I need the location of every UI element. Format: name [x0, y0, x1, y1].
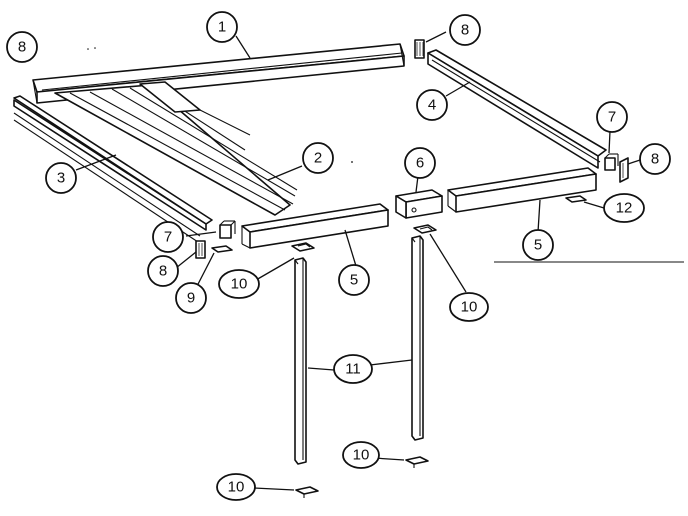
part-8-bracket-right — [619, 157, 629, 183]
part-7-end-cap-right — [604, 153, 619, 171]
callout-8-left: 8 — [147, 255, 179, 287]
part-4-right-rail — [427, 49, 607, 169]
part-12-plate — [565, 195, 587, 203]
callout-label: 11 — [345, 361, 361, 378]
callout-1: 1 — [206, 11, 238, 43]
callout-label: 12 — [616, 200, 633, 217]
callout-7-left: 7 — [152, 221, 184, 253]
callout-11: 11 — [333, 354, 373, 384]
callout-3: 3 — [45, 162, 77, 194]
callout-label: 10 — [228, 479, 245, 496]
callout-10-right-foot: 10 — [342, 441, 380, 469]
part-6-corner-block — [395, 189, 443, 219]
scan-marks — [87, 47, 684, 263]
part-10-post-cap-left — [291, 242, 315, 252]
callout-5-left: 5 — [338, 264, 370, 296]
callout-label: 4 — [428, 97, 436, 114]
callout-label: 6 — [416, 155, 424, 172]
callout-label: 5 — [350, 272, 358, 289]
part-9-plate — [211, 245, 233, 253]
callout-label: 8 — [159, 263, 167, 280]
part-11-post-left — [294, 257, 307, 465]
callout-10-right-cap: 10 — [449, 292, 489, 322]
part-10-post-cap-right — [413, 224, 437, 234]
callout-label: 2 — [314, 150, 322, 167]
callout-8-right: 8 — [639, 143, 671, 175]
callout-label: 10 — [353, 447, 370, 464]
callout-12: 12 — [603, 193, 645, 223]
callout-10-left-cap: 10 — [218, 269, 260, 299]
part-2-roof-panel — [54, 81, 298, 216]
callout-label: 9 — [187, 290, 195, 307]
callout-label: 5 — [534, 237, 542, 254]
callout-2: 2 — [302, 142, 334, 174]
callout-9: 9 — [175, 282, 207, 314]
callout-label: 8 — [651, 151, 659, 168]
part-5-front-beam-right — [447, 167, 597, 213]
callout-8-top: 8 — [449, 14, 481, 46]
callout-label: 1 — [218, 19, 226, 36]
callout-label: 8 — [461, 22, 469, 39]
part-11-post-right — [411, 235, 424, 441]
callout-4: 4 — [416, 89, 448, 121]
callout-label: 3 — [57, 170, 65, 187]
callout-label: 8 — [18, 39, 26, 56]
callout-label: 7 — [164, 229, 172, 246]
leader-lines — [75, 31, 641, 491]
part-8-bracket-top — [414, 39, 425, 59]
part-10-foot-left — [295, 486, 319, 498]
callout-7-right: 7 — [596, 101, 628, 133]
part-8-bracket-left — [195, 240, 206, 259]
callout-10-left-foot: 10 — [216, 473, 256, 501]
part-7-end-cap-left — [219, 220, 236, 239]
callout-label: 10 — [461, 299, 478, 316]
part-10-foot-right — [405, 456, 429, 468]
callout-label: 7 — [608, 109, 616, 126]
callout-label: 10 — [231, 276, 248, 293]
part-5-front-beam-left — [241, 203, 389, 249]
callout-5-right: 5 — [522, 229, 554, 261]
callout-6: 6 — [404, 147, 436, 179]
callout-8-top-left: 8 — [6, 31, 38, 63]
